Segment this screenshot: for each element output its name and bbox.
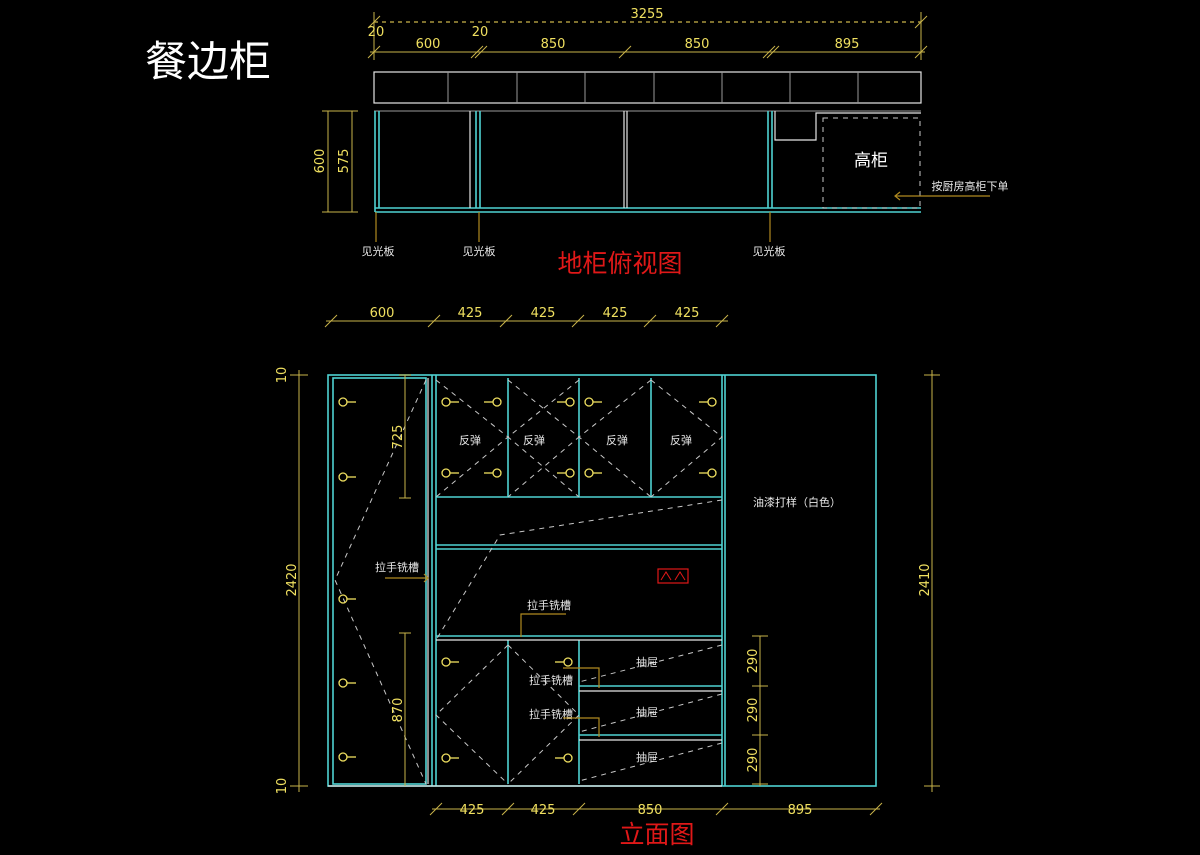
dim-425: 425 <box>603 306 628 321</box>
dim-850-b: 850 <box>685 37 710 52</box>
dim-425: 425 <box>460 803 485 818</box>
push-open-label: 反弹 <box>459 433 481 447</box>
plan-view: 3255 20 600 20 850 850 895 高柜 按厨房高柜下单 <box>313 7 1009 278</box>
push-open-label: 反弹 <box>606 433 628 447</box>
dim-425: 425 <box>675 306 700 321</box>
dim-20-mid: 20 <box>472 25 489 40</box>
handle-groove-label: 拉手铣槽 <box>529 707 573 721</box>
handle-groove-label: 拉手铣槽 <box>375 560 419 574</box>
dim-depth-575: 575 <box>337 149 352 174</box>
dim-850-a: 850 <box>541 37 566 52</box>
push-open-label: 反弹 <box>670 433 692 447</box>
socket-icon <box>657 568 689 584</box>
base-cabinets-outline <box>374 111 921 213</box>
tall-cabinet-note: 按厨房高柜下单 <box>932 179 1009 193</box>
cabinet-outline <box>327 374 877 787</box>
dim-lower-door: 870 <box>391 698 406 723</box>
visible-panel-label: 见光板 <box>753 244 786 258</box>
drawing-title: 餐边柜 <box>145 37 271 86</box>
push-open-label: 反弹 <box>523 433 545 447</box>
dim-drawer: 290 <box>746 698 761 723</box>
dim-total: 3255 <box>630 7 663 22</box>
dim-895: 895 <box>835 37 860 52</box>
dim-depth-600: 600 <box>313 149 328 174</box>
plan-view-title: 地柜俯视图 <box>557 249 682 278</box>
dim-drawer: 290 <box>746 649 761 674</box>
dim-895: 895 <box>788 803 813 818</box>
drawer-label: 抽屉 <box>636 705 658 719</box>
visible-panel-label: 见光板 <box>463 244 496 258</box>
handle-groove-label: 拉手铣槽 <box>529 673 573 687</box>
dim-600: 600 <box>370 306 395 321</box>
dim-top-10: 10 <box>275 367 290 384</box>
paint-note: 油漆打样（白色） <box>753 495 841 509</box>
elevation-title: 立面图 <box>619 820 694 849</box>
dim-425: 425 <box>458 306 483 321</box>
tall-cabinet-label: 高柜 <box>854 151 888 171</box>
dim-425: 425 <box>531 803 556 818</box>
countertop <box>373 71 922 104</box>
dim-600: 600 <box>416 37 441 52</box>
dim-total-height: 2420 <box>285 563 300 596</box>
drawer-label: 抽屉 <box>636 655 658 669</box>
hinge-markers <box>338 397 717 763</box>
dim-right-height: 2410 <box>918 563 933 596</box>
tall-cabinet-outline <box>822 117 921 209</box>
dim-20-left: 20 <box>368 25 385 40</box>
dim-850: 850 <box>638 803 663 818</box>
dim-drawer: 290 <box>746 748 761 773</box>
dim-upper-door: 725 <box>391 425 406 450</box>
elevation-view: 600 425 425 425 425 <box>275 306 940 849</box>
drawer-label: 抽屉 <box>636 750 658 764</box>
dim-425: 425 <box>531 306 556 321</box>
handle-groove-label: 拉手铣槽 <box>527 598 571 612</box>
visible-panel-label: 见光板 <box>362 244 395 258</box>
dim-bottom-10: 10 <box>275 778 290 795</box>
